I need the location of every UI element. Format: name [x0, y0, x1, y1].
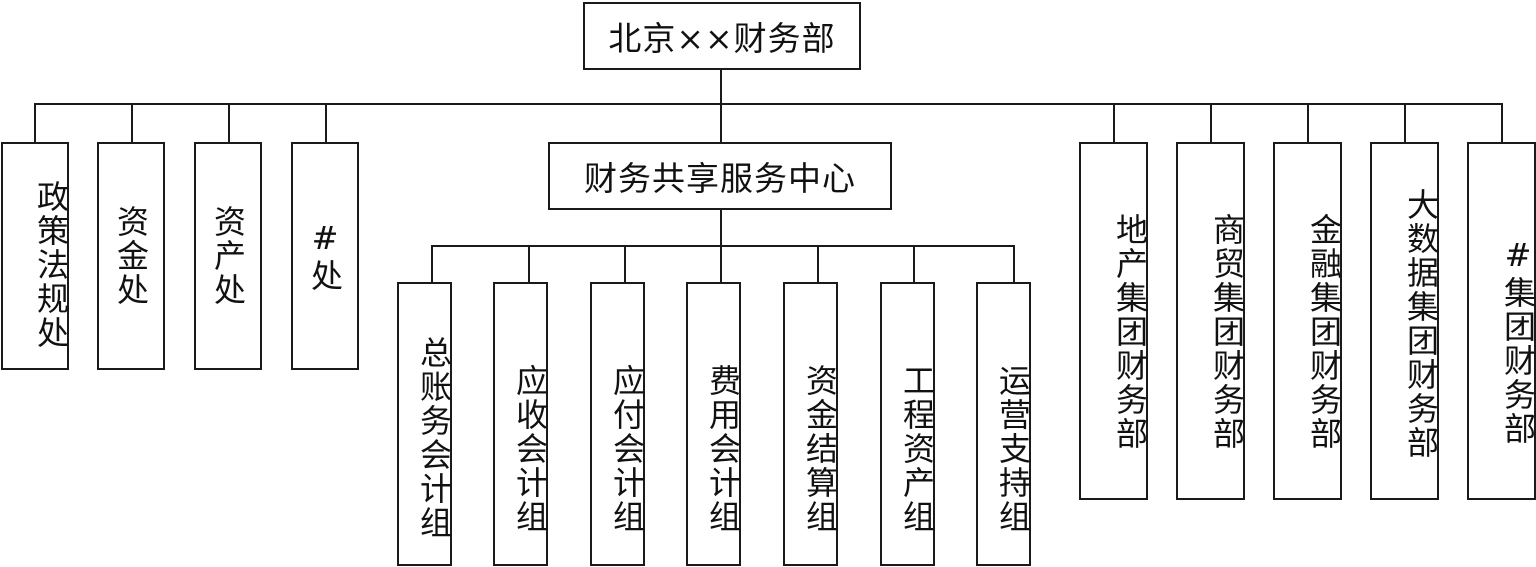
connector-root-down	[720, 68, 722, 104]
left-node-0: 政策法规处	[1, 142, 70, 370]
left-node-label: 资金处	[112, 205, 150, 307]
group-node-label: 资金结算组	[801, 364, 839, 534]
connector-group-3	[720, 245, 722, 283]
group-node-5: 工程资产组	[880, 282, 936, 566]
left-node-3: #处	[291, 142, 359, 370]
group-node-4: 资金结算组	[783, 282, 839, 566]
left-node-2: 资产处	[194, 142, 262, 370]
root-node: 北京××财务部	[583, 2, 861, 70]
connector-to-ssc	[720, 103, 722, 143]
right-node-0: 地产集团财务部	[1079, 142, 1149, 500]
connector-level1-bus	[34, 103, 1503, 105]
group-node-3: 费用会计组	[686, 282, 742, 566]
connector-to-right-1	[1210, 103, 1212, 143]
group-node-label: 总账务会计组	[415, 336, 453, 540]
left-node-label: #处	[306, 219, 344, 293]
ssc-label: 财务共享服务中心	[584, 159, 856, 198]
right-node-4: #集团财务部	[1467, 142, 1536, 500]
right-node-label: 商贸集团财务部	[1208, 213, 1246, 451]
left-node-1: 资金处	[97, 142, 165, 370]
group-node-label: 应收会计组	[511, 364, 549, 534]
group-node-6: 运营支持组	[976, 282, 1032, 566]
connector-group-0	[431, 245, 433, 283]
right-node-label: 地产集团财务部	[1111, 213, 1149, 451]
left-node-label: 资产处	[209, 205, 247, 307]
connector-to-right-3	[1404, 103, 1406, 143]
connector-group-2	[624, 245, 626, 283]
connector-to-left-1	[131, 103, 133, 143]
connector-to-right-4	[1501, 103, 1503, 143]
connector-group-1	[528, 245, 530, 283]
ssc-node: 财务共享服务中心	[548, 142, 892, 210]
connector-groups-bus	[431, 245, 1015, 247]
connector-to-right-0	[1113, 103, 1115, 143]
group-node-label: 运营支持组	[994, 364, 1032, 534]
right-node-3: 大数据集团财务部	[1370, 142, 1440, 500]
right-node-label: 大数据集团财务部	[1402, 188, 1440, 460]
group-node-2: 应付会计组	[590, 282, 646, 566]
group-node-1: 应收会计组	[493, 282, 549, 566]
left-node-label: 政策法规处	[32, 180, 70, 350]
connector-to-right-2	[1307, 103, 1309, 143]
right-node-1: 商贸集团财务部	[1176, 142, 1246, 500]
right-node-label: 金融集团财务部	[1305, 213, 1343, 451]
right-node-2: 金融集团财务部	[1273, 142, 1343, 500]
connector-to-left-0	[34, 103, 36, 143]
connector-group-6	[1013, 245, 1015, 283]
connector-to-left-2	[228, 103, 230, 143]
connector-group-4	[817, 245, 819, 283]
group-node-label: 费用会计组	[704, 364, 742, 534]
root-label: 北京××财务部	[608, 19, 836, 58]
group-node-label: 应付会计组	[608, 364, 646, 534]
connector-to-left-3	[325, 103, 327, 143]
connector-group-5	[913, 245, 915, 283]
right-node-label: #集团财务部	[1499, 236, 1536, 446]
group-node-label: 工程资产组	[898, 364, 936, 534]
group-node-0: 总账务会计组	[397, 282, 453, 566]
connector-ssc-down	[720, 208, 722, 246]
